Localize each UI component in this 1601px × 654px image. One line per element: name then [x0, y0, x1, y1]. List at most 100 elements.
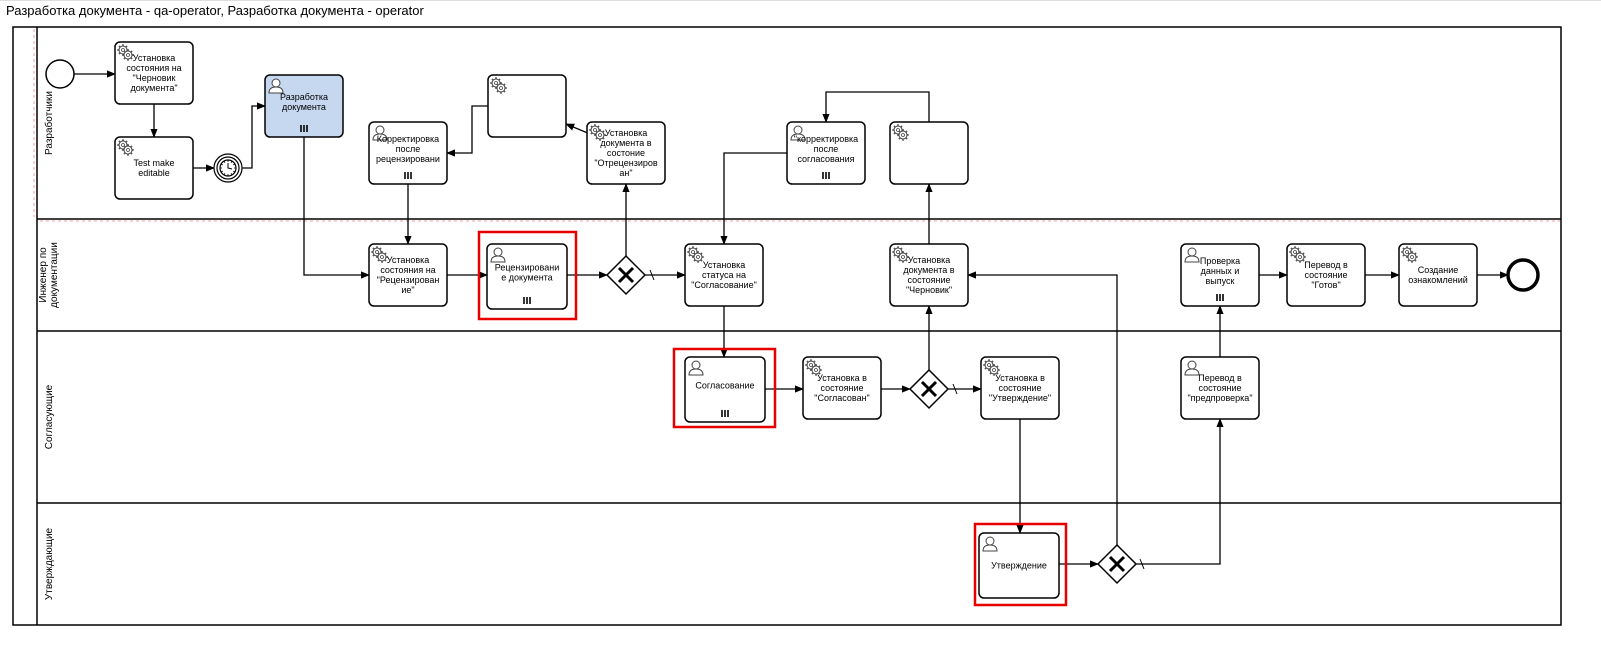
task-label-line: состояние	[998, 383, 1041, 393]
task-box[interactable]	[114, 41, 194, 105]
task-box[interactable]	[586, 121, 666, 185]
lane-label: Согласующие	[44, 384, 55, 449]
multi-instance-marker	[1216, 294, 1224, 301]
page-title: Разработка документа - qa-operator, Разр…	[6, 3, 424, 18]
task-label-line: Рецензировани	[495, 263, 560, 273]
task-box[interactable]	[1180, 243, 1260, 307]
multi-instance-marker	[822, 172, 830, 179]
exclusive-gateway[interactable]	[1096, 543, 1138, 585]
task-box[interactable]	[980, 356, 1060, 420]
task-box[interactable]	[1398, 243, 1478, 307]
task-t16[interactable]: Согласование	[684, 356, 766, 423]
task-label-line: статуса на	[702, 270, 746, 280]
task-label-line: editable	[138, 168, 170, 178]
task-box[interactable]	[684, 356, 766, 423]
end-event-circle[interactable]	[1506, 258, 1540, 292]
lane: Утверждающие	[44, 527, 55, 600]
task-label-line: состояние	[907, 275, 950, 285]
task-label-line: Создание	[1418, 265, 1459, 275]
gear-icon	[892, 246, 909, 263]
lane: Разработчики	[43, 91, 55, 155]
start-event[interactable]	[45, 59, 75, 89]
task-box[interactable]	[978, 532, 1060, 599]
task-label-line: Утверждение	[991, 561, 1047, 571]
pool	[12, 26, 1562, 626]
task-box[interactable]	[368, 243, 448, 307]
task-label-line: "Утверждение"	[989, 393, 1051, 403]
task-box[interactable]	[264, 74, 344, 138]
task-label-line: "Рецензирован	[377, 275, 440, 285]
sequence-flow	[446, 105, 488, 157]
task-label-line: "корректировка	[794, 134, 858, 144]
task-box[interactable]	[889, 243, 969, 307]
task-label-line: "предпроверка"	[1187, 393, 1252, 403]
task-label-line: Установка	[133, 53, 176, 63]
sequence-flow	[242, 102, 266, 169]
exclusive-gateway[interactable]	[908, 368, 950, 410]
task-label-line: "Готов"	[1311, 280, 1340, 290]
task-label-line: согласования	[797, 154, 854, 164]
task-label-line: Проверка	[1200, 256, 1240, 266]
highlight-frame	[973, 522, 1068, 607]
multi-instance-marker	[404, 172, 412, 179]
sequence-flow	[822, 91, 930, 123]
task-box[interactable]	[486, 243, 568, 310]
task-box[interactable]	[684, 243, 764, 307]
gear-icon	[117, 139, 134, 156]
task-label-line: Перевод в	[1198, 373, 1242, 383]
task-label-line: состояние	[1198, 383, 1241, 393]
user-icon	[268, 78, 284, 94]
default-flow-marker	[649, 269, 655, 281]
task-box[interactable]	[1286, 243, 1366, 307]
sequence-flow	[720, 152, 787, 245]
task-box[interactable]	[368, 121, 448, 185]
task-label-line: состояния на	[380, 265, 435, 275]
task-box[interactable]	[1180, 356, 1260, 420]
timer-event[interactable]	[213, 153, 243, 183]
highlight-frame	[672, 347, 777, 429]
task-box[interactable]	[889, 121, 969, 185]
sequence-flow	[303, 137, 370, 279]
task-t5[interactable]	[487, 74, 567, 138]
task-t20[interactable]: Утверждение	[978, 532, 1060, 599]
task-label-line: данных и	[1201, 266, 1240, 276]
task-label-line: документа	[282, 102, 326, 112]
task-box[interactable]	[786, 121, 866, 185]
lane-label: Инженер подокументации	[38, 242, 60, 308]
exclusive-gateway[interactable]	[605, 254, 647, 296]
task-label-line: Разработка	[280, 92, 328, 102]
task-box[interactable]	[802, 356, 882, 420]
task-box[interactable]	[114, 136, 194, 200]
task-box[interactable]	[487, 74, 567, 138]
end-event[interactable]	[1506, 258, 1540, 292]
clock-icon	[219, 159, 237, 177]
user-icon	[1184, 247, 1200, 263]
gear-icon	[983, 359, 1000, 376]
x-icon	[617, 266, 635, 284]
highlight-frame	[477, 230, 578, 321]
task-label-line: Установка	[605, 128, 648, 138]
task-t8[interactable]	[889, 121, 969, 185]
gear-icon	[117, 44, 134, 61]
start-event-circle[interactable]	[45, 59, 75, 89]
sequence-flow	[1136, 418, 1224, 565]
task-label-line: ие"	[401, 285, 414, 295]
task-label-line: после	[814, 144, 839, 154]
